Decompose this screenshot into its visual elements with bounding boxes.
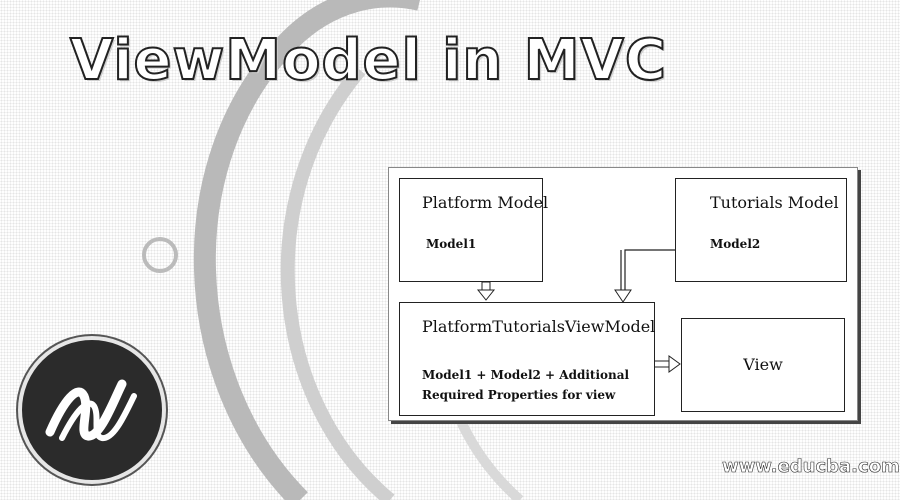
viewmodel-sub: Model1 + Model2 + Additional Required Pr… [422, 368, 630, 402]
view-title: View [743, 355, 783, 374]
viewmodel-box: PlatformTutorialsViewModel Model1 + Mode… [399, 302, 655, 416]
arrow-tutorials-to-viewmodel [614, 249, 675, 303]
tutorials-model-sub: Model2 [710, 237, 761, 251]
page-title: ViewModel in MVC [69, 27, 667, 94]
dotnet-logo-icon [18, 336, 166, 484]
tutorials-model-title: Tutorials Model [710, 193, 839, 212]
tutorials-model-box: Tutorials Model Model2 [675, 178, 847, 282]
platform-model-title: Platform Model [422, 193, 549, 212]
view-box: View [681, 318, 845, 412]
arrow-viewmodel-to-view [652, 355, 681, 373]
viewmodel-title: PlatformTutorialsViewModel [422, 317, 656, 336]
diagram-frame: Platform Model Model1 Tutorials Model Mo… [388, 167, 858, 421]
platform-model-sub: Model1 [426, 237, 477, 251]
platform-model-box: Platform Model Model1 [399, 178, 548, 282]
footer-url: www.educba.com [722, 456, 900, 478]
arrow-platform-to-viewmodel [476, 281, 496, 301]
